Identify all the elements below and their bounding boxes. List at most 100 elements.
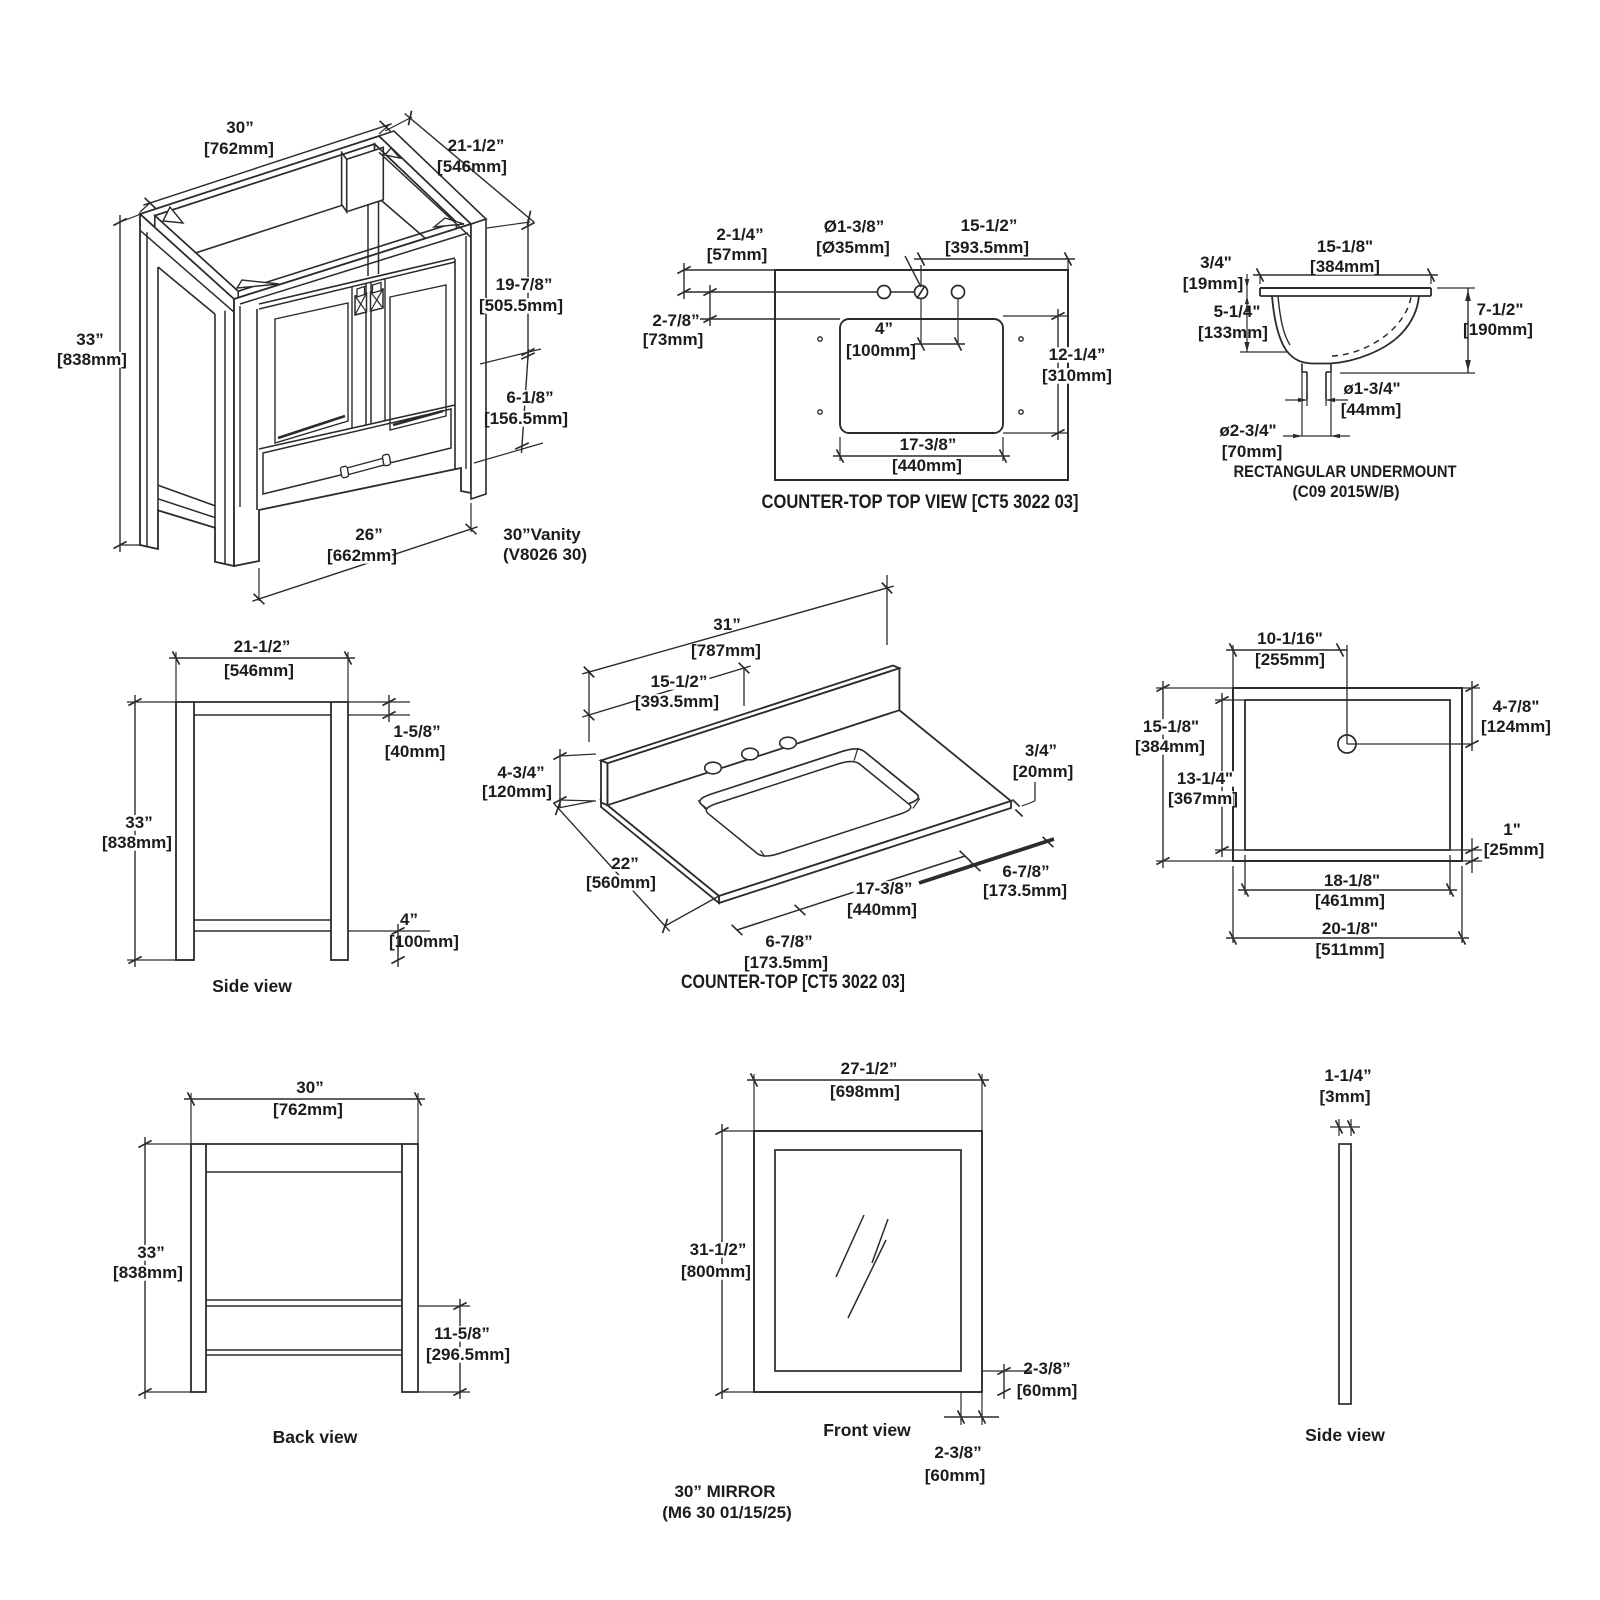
svg-text:[560mm]: [560mm]	[586, 873, 656, 892]
svg-text:19-7/8”: 19-7/8”	[496, 275, 553, 294]
svg-text:[762mm]: [762mm]	[273, 1100, 343, 1119]
svg-text:[461mm]: [461mm]	[1315, 891, 1385, 910]
svg-text:12-1/4”: 12-1/4”	[1049, 345, 1106, 364]
svg-text:[100mm]: [100mm]	[389, 932, 459, 951]
svg-text:21-1/2”: 21-1/2”	[234, 637, 291, 656]
svg-text:[505.5mm]: [505.5mm]	[479, 296, 563, 315]
svg-text:30”Vanity: 30”Vanity	[503, 525, 581, 544]
svg-text:[124mm]: [124mm]	[1481, 717, 1551, 736]
svg-text:[393.5mm]: [393.5mm]	[635, 692, 719, 711]
svg-text:COUNTER-TOP TOP VIEW [CT5 3022: COUNTER-TOP TOP VIEW [CT5 3022 03]	[762, 492, 1079, 513]
svg-text:33”: 33”	[137, 1243, 164, 1262]
svg-text:[120mm]: [120mm]	[482, 782, 552, 801]
svg-text:[255mm]: [255mm]	[1255, 650, 1325, 669]
svg-text:[57mm]: [57mm]	[707, 245, 767, 264]
svg-text:7-1/2": 7-1/2"	[1477, 300, 1524, 319]
svg-text:[393.5mm]: [393.5mm]	[945, 238, 1029, 257]
svg-text:10-1/16": 10-1/16"	[1257, 629, 1323, 648]
svg-text:4”: 4”	[875, 319, 893, 338]
svg-text:[511mm]: [511mm]	[1316, 940, 1385, 959]
svg-text:[190mm]: [190mm]	[1463, 320, 1533, 339]
svg-text:15-1/8": 15-1/8"	[1317, 237, 1373, 256]
svg-text:(C09 2015W/B): (C09 2015W/B)	[1293, 483, 1400, 501]
svg-text:20-1/8": 20-1/8"	[1322, 919, 1378, 938]
svg-text:4”: 4”	[400, 910, 418, 929]
svg-text:Side view: Side view	[1305, 1425, 1385, 1445]
svg-text:33”: 33”	[125, 813, 152, 832]
svg-text:[Ø35mm]: [Ø35mm]	[816, 238, 890, 257]
svg-text:[60mm]: [60mm]	[1017, 1381, 1077, 1400]
svg-text:[800mm]: [800mm]	[681, 1262, 751, 1281]
svg-text:30” MIRROR: 30” MIRROR	[674, 1482, 775, 1501]
svg-text:Ø1-3/8”: Ø1-3/8”	[824, 217, 884, 236]
svg-text:2-7/8”: 2-7/8”	[652, 311, 699, 330]
svg-text:5-1/4": 5-1/4"	[1214, 302, 1261, 321]
svg-text:33”: 33”	[76, 330, 103, 349]
svg-text:[44mm]: [44mm]	[1341, 400, 1401, 419]
svg-text:18-1/8": 18-1/8"	[1324, 871, 1380, 890]
svg-text:[173.5mm]: [173.5mm]	[983, 881, 1067, 900]
svg-text:[60mm]: [60mm]	[925, 1466, 985, 1485]
svg-text:26”: 26”	[355, 525, 382, 544]
svg-text:2-1/4”: 2-1/4”	[716, 225, 763, 244]
svg-text:[310mm]: [310mm]	[1042, 366, 1112, 385]
svg-text:[100mm]: [100mm]	[846, 341, 916, 360]
svg-text:30”: 30”	[296, 1078, 323, 1097]
svg-text:COUNTER-TOP [CT5 3022 03]: COUNTER-TOP [CT5 3022 03]	[681, 972, 905, 993]
svg-text:17-3/8”: 17-3/8”	[900, 435, 957, 454]
svg-text:[296.5mm]: [296.5mm]	[426, 1345, 510, 1364]
svg-text:3/4": 3/4"	[1200, 253, 1232, 272]
svg-text:[698mm]: [698mm]	[830, 1082, 900, 1101]
svg-text:30”: 30”	[226, 118, 253, 137]
svg-text:Back view: Back view	[273, 1427, 358, 1447]
svg-text:22”: 22”	[611, 854, 638, 873]
svg-text:21-1/2”: 21-1/2”	[448, 136, 505, 155]
svg-text:6-7/8”: 6-7/8”	[765, 932, 812, 951]
svg-text:[440mm]: [440mm]	[892, 456, 962, 475]
svg-text:[70mm]: [70mm]	[1222, 442, 1282, 461]
svg-text:15-1/8": 15-1/8"	[1143, 717, 1199, 736]
svg-text:2-3/8”: 2-3/8”	[934, 1443, 981, 1462]
svg-text:1": 1"	[1503, 820, 1521, 839]
svg-text:1-5/8”: 1-5/8”	[393, 722, 440, 741]
svg-text:31-1/2”: 31-1/2”	[690, 1240, 747, 1259]
svg-text:ø2-3/4": ø2-3/4"	[1219, 421, 1276, 440]
svg-text:27-1/2”: 27-1/2”	[841, 1059, 898, 1078]
svg-text:2-3/8”: 2-3/8”	[1023, 1359, 1070, 1378]
svg-text:[440mm]: [440mm]	[847, 900, 917, 919]
svg-text:17-3/8”: 17-3/8”	[856, 879, 913, 898]
svg-text:13-1/4": 13-1/4"	[1177, 769, 1233, 788]
svg-text:[73mm]: [73mm]	[643, 330, 703, 349]
svg-text:4-7/8": 4-7/8"	[1493, 697, 1540, 716]
svg-text:Side view: Side view	[212, 976, 292, 996]
svg-text:[19mm]: [19mm]	[1183, 274, 1243, 293]
svg-text:[3mm]: [3mm]	[1319, 1087, 1370, 1106]
svg-text:[838mm]: [838mm]	[57, 350, 127, 369]
svg-text:6-7/8”: 6-7/8”	[1002, 862, 1049, 881]
svg-text:[384mm]: [384mm]	[1135, 737, 1205, 756]
svg-text:[173.5mm]: [173.5mm]	[744, 953, 828, 972]
svg-text:4-3/4”: 4-3/4”	[497, 763, 544, 782]
svg-text:[367mm]: [367mm]	[1168, 789, 1238, 808]
svg-text:[546mm]: [546mm]	[224, 661, 294, 680]
svg-text:[662mm]: [662mm]	[327, 546, 397, 565]
svg-text:ø1-3/4": ø1-3/4"	[1343, 379, 1400, 398]
svg-text:(V8026 30): (V8026 30)	[503, 545, 587, 564]
svg-text:[787mm]: [787mm]	[691, 641, 761, 660]
svg-text:[25mm]: [25mm]	[1484, 840, 1544, 859]
svg-text:11-5/8”: 11-5/8”	[434, 1324, 490, 1343]
svg-text:6-1/8”: 6-1/8”	[506, 388, 553, 407]
svg-text:[762mm]: [762mm]	[204, 139, 274, 158]
svg-text:(M6 30 01/15/25): (M6 30 01/15/25)	[662, 1503, 791, 1522]
svg-text:1-1/4”: 1-1/4”	[1324, 1066, 1371, 1085]
svg-text:3/4”: 3/4”	[1025, 741, 1057, 760]
svg-text:[838mm]: [838mm]	[113, 1263, 183, 1282]
svg-text:[838mm]: [838mm]	[102, 833, 172, 852]
svg-text:[20mm]: [20mm]	[1013, 762, 1073, 781]
svg-text:Front view: Front view	[823, 1420, 911, 1440]
svg-text:15-1/2”: 15-1/2”	[651, 672, 708, 691]
svg-text:[546mm]: [546mm]	[437, 157, 507, 176]
svg-text:RECTANGULAR UNDERMOUNT: RECTANGULAR UNDERMOUNT	[1234, 462, 1458, 481]
svg-text:31”: 31”	[713, 615, 740, 634]
svg-text:[40mm]: [40mm]	[385, 742, 445, 761]
